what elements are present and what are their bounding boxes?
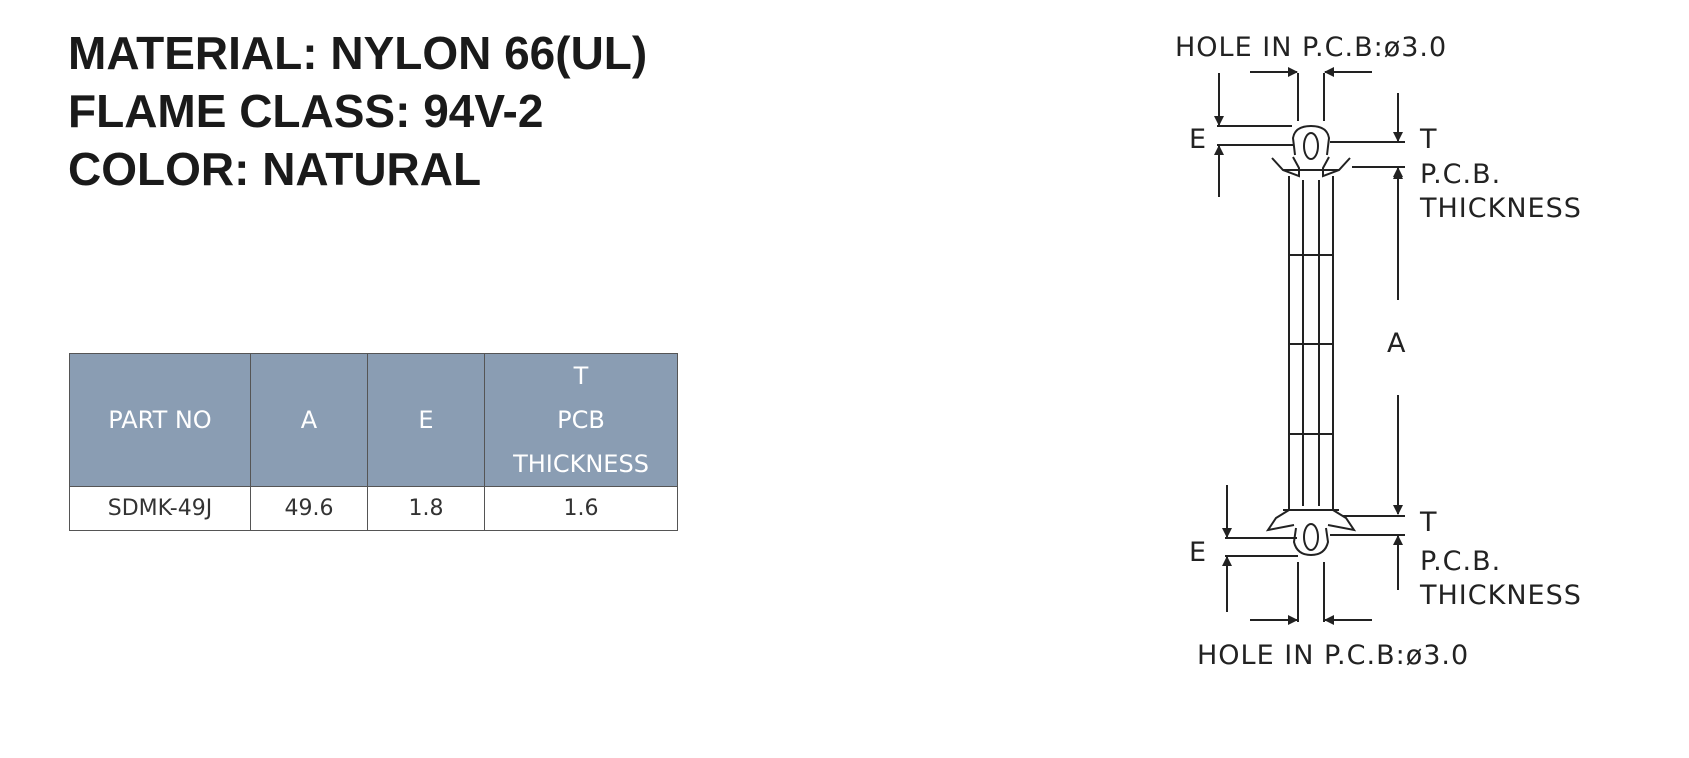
dimension-lines [1214,67,1405,625]
material-spec: MATERIAL: NYLON 66(UL) [68,27,648,79]
spec-block: MATERIAL: NYLON 66(UL) FLAME CLASS: 94V-… [68,24,647,198]
e-top-label: E [1189,124,1207,155]
table-row: SDMK-49J 49.6 1.8 1.6 [69,486,678,531]
pcb-top-label-line1: P.C.B. [1420,159,1501,190]
header-t-pcb-thickness: T PCB THICKNESS [484,353,678,487]
cell-part-no: SDMK-49J [69,486,251,531]
color-spec: COLOR: NATURAL [68,143,482,195]
a-dimension-label: A [1387,328,1406,359]
pcb-top-label-line2: THICKNESS [1419,193,1582,224]
header-e: E [367,353,485,487]
cell-e: 1.8 [367,486,485,531]
flame-class-spec: FLAME CLASS: 94V-2 [68,85,544,137]
pcb-bottom-label-line1: P.C.B. [1420,546,1501,577]
e-bottom-label: E [1189,537,1207,568]
t-bottom-label: T [1419,507,1438,538]
drawing-labels: HOLE IN P.C.B:ø3.0 E T P.C.B. THICKNESS … [1175,32,1582,671]
header-t-line2: PCB [557,406,605,434]
support-part-outline [1265,124,1357,557]
part-spec-table: PART NO A E T PCB THICKNESS SDMK-49J 49.… [69,353,678,531]
cell-t: 1.6 [484,486,678,531]
header-t-line1: T [573,362,589,390]
table-header-row: PART NO A E T PCB THICKNESS [69,353,678,487]
hole-top-label: HOLE IN P.C.B:ø3.0 [1175,32,1447,63]
pcb-bottom-label-line2: THICKNESS [1419,580,1582,611]
hole-bottom-label: HOLE IN P.C.B:ø3.0 [1197,640,1469,671]
t-top-label: T [1419,124,1438,155]
header-t-line3: THICKNESS [513,450,649,478]
